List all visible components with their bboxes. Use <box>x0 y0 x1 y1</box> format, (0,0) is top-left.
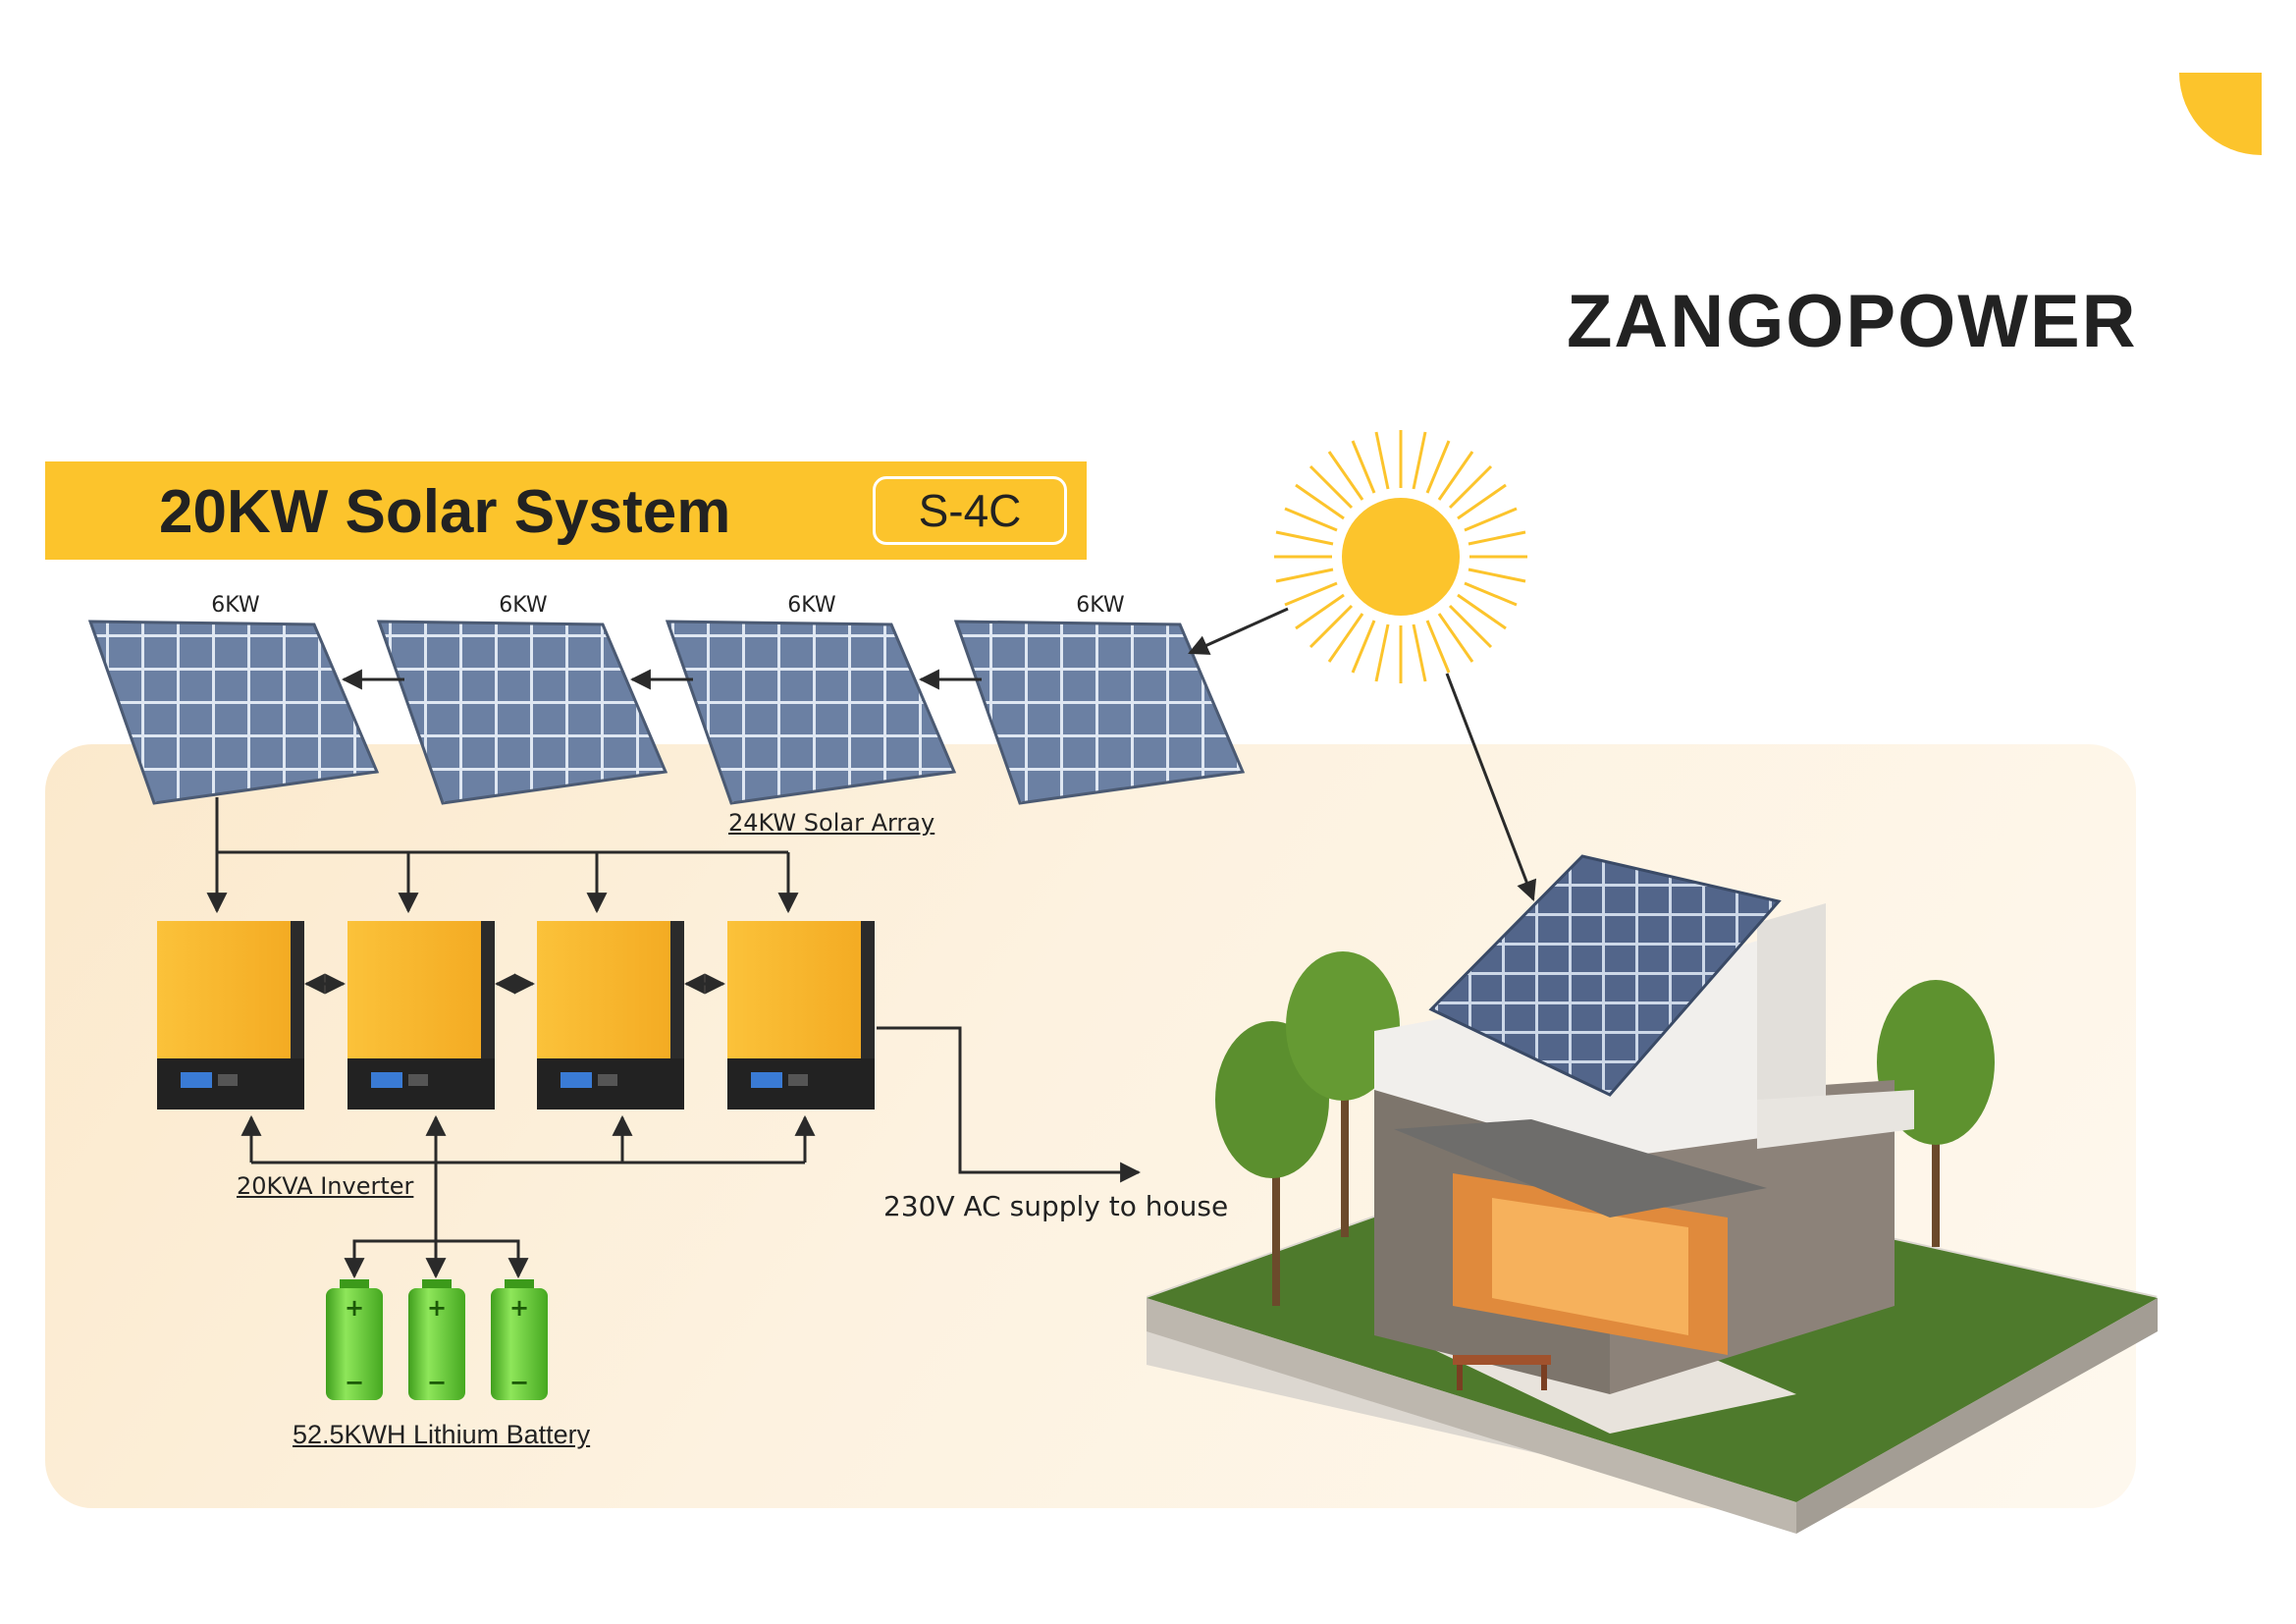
battery-label: 52.5KWH Lithium Battery <box>293 1420 591 1449</box>
page-title: 20KW Solar System <box>159 478 731 546</box>
inverter-1 <box>157 921 304 1110</box>
solar-panel-3 <box>665 620 957 805</box>
battery-2-plus: + <box>427 1294 447 1322</box>
panel-1-label: 6KW <box>211 593 260 618</box>
battery-1-minus: − <box>345 1369 364 1396</box>
battery-2: + − <box>408 1279 465 1400</box>
panel-3-label: 6KW <box>787 593 836 618</box>
solar-array-label: 24KW Solar Array <box>728 809 935 837</box>
battery-3-minus: − <box>509 1369 529 1396</box>
inverter-2 <box>347 921 495 1110</box>
inverter-4 <box>727 921 875 1110</box>
battery-1-plus: + <box>345 1294 364 1322</box>
model-badge: S-4C <box>873 476 1067 545</box>
inverter-label: 20KVA Inverter <box>237 1172 414 1200</box>
battery-2-minus: − <box>427 1369 447 1396</box>
house-illustration <box>1147 854 2158 1534</box>
solar-panel-1 <box>87 620 380 805</box>
sun-icon <box>1274 430 1527 683</box>
panel-4-label: 6KW <box>1076 593 1125 618</box>
battery-3-plus: + <box>509 1294 529 1322</box>
ac-supply-label: 230V AC supply to house <box>883 1190 1229 1222</box>
panel-2-label: 6KW <box>499 593 548 618</box>
brand-logo: ZANGOPOWER <box>1567 280 2138 363</box>
battery-3: + − <box>491 1279 548 1400</box>
solar-panel-2 <box>376 620 668 805</box>
inverter-3 <box>537 921 684 1110</box>
battery-1: + − <box>326 1279 383 1400</box>
solar-panel-4 <box>953 620 1246 805</box>
